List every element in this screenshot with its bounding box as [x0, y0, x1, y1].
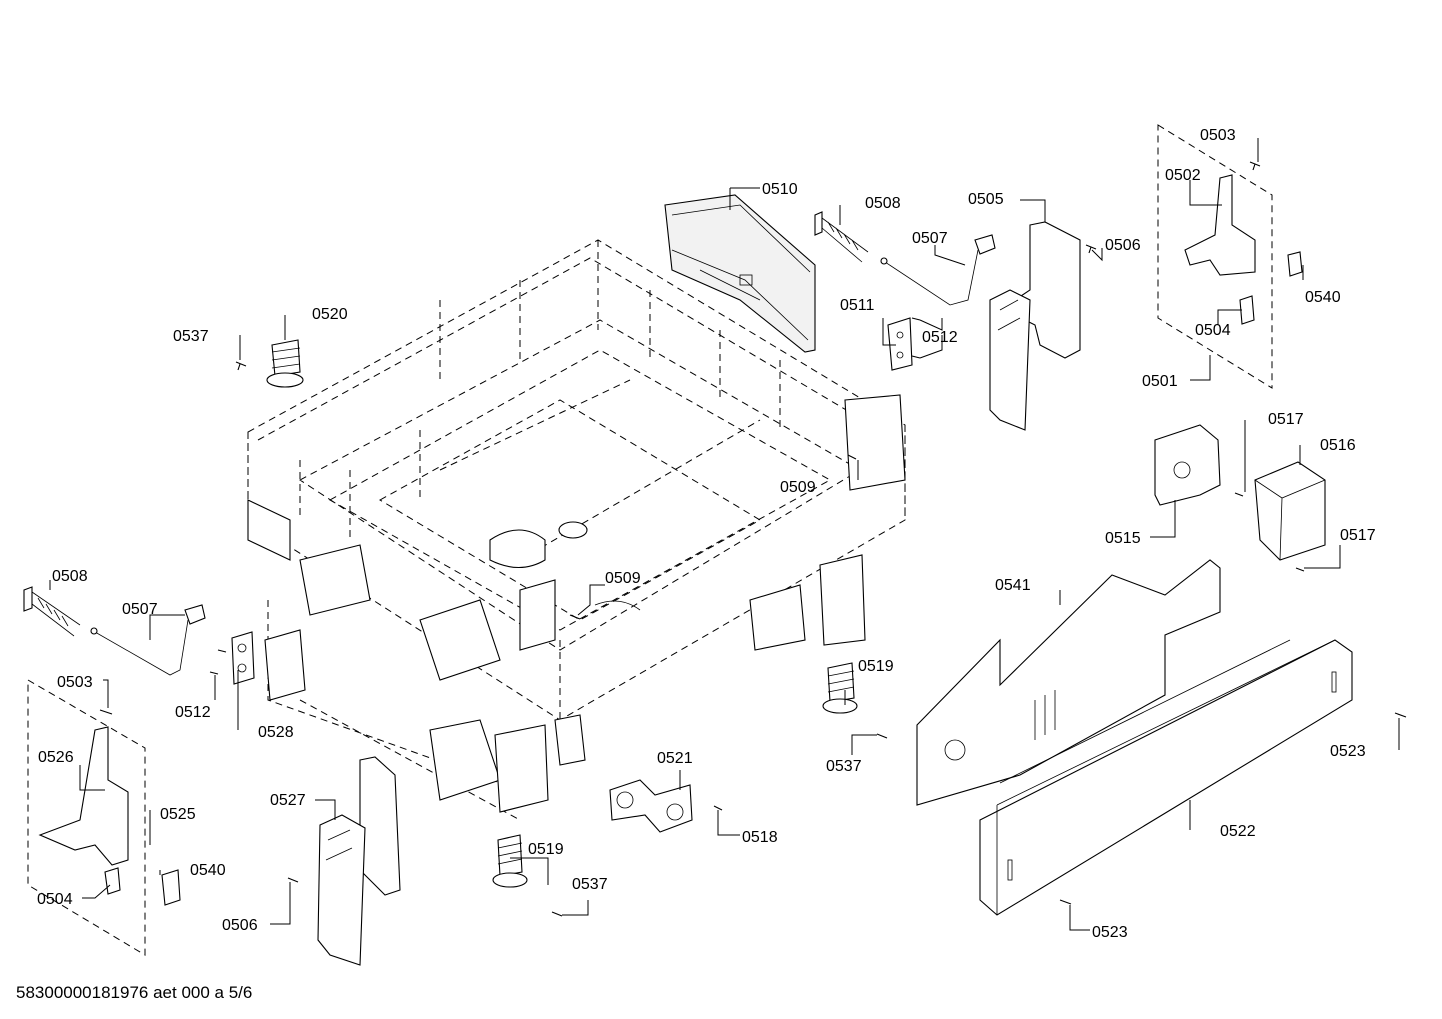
foot-0519-bottom: [492, 834, 528, 888]
panel-0541: [916, 559, 1221, 806]
label-0501: 0501: [1142, 373, 1178, 390]
label-0537-right: 0537: [826, 758, 862, 775]
label-0505: 0505: [968, 191, 1004, 208]
label-0509-top: 0509: [780, 479, 816, 496]
label-0537-top: 0537: [173, 328, 209, 345]
label-0528: 0528: [258, 724, 294, 741]
label-0507-top: 0507: [912, 230, 948, 247]
label-0517-bottom: 0517: [1340, 527, 1376, 544]
label-0506-left: 0506: [222, 917, 258, 934]
label-0503-top: 0503: [1200, 127, 1236, 144]
sensor-wire-0507-top: [880, 234, 996, 306]
label-0511: 0511: [840, 297, 875, 314]
front-panel-0522: [979, 639, 1353, 916]
foot-0519-right: [822, 662, 858, 714]
label-0523-bottom: 0523: [1092, 924, 1128, 941]
label-0523-right: 0523: [1330, 743, 1366, 760]
label-0537-bottom: 0537: [572, 876, 608, 893]
label-0515: 0515: [1105, 530, 1141, 547]
label-0521: 0521: [657, 750, 693, 767]
hinge-bracket-0505: [989, 221, 1081, 431]
plate-0528: [231, 631, 255, 685]
document-footer: 58300000181976 aet 000 a 5/6: [16, 983, 252, 1002]
label-0525: 0525: [160, 806, 196, 823]
bracket-0515: [1154, 424, 1221, 506]
label-0508-top: 0508: [865, 195, 901, 212]
label-0517-top: 0517: [1268, 411, 1304, 428]
label-0509-mid: 0509: [605, 570, 641, 587]
label-0503-left: 0503: [57, 674, 93, 691]
foot-0520: [266, 339, 304, 388]
label-0520: 0520: [312, 306, 348, 323]
leader-lines: [49, 138, 1400, 931]
spring-0508-left: [23, 586, 81, 637]
hinge-group-0525: [27, 679, 181, 956]
plate-0511: [887, 317, 913, 371]
sensor-wire-0507-left: [90, 604, 206, 676]
label-0508-left: 0508: [52, 568, 88, 585]
label-0540-left: 0540: [190, 862, 226, 879]
part-labels: 0510 0508 0507 0505 0506 0503 0502 0540 …: [37, 127, 1376, 941]
hinge-bracket-0527: [317, 756, 401, 966]
tub-base-frame: [247, 239, 906, 821]
label-0527: 0527: [270, 792, 306, 809]
spring-0508-top: [814, 211, 869, 263]
label-0518: 0518: [742, 829, 778, 846]
label-0502: 0502: [1165, 167, 1201, 184]
label-0512-top: 0512: [922, 329, 958, 346]
label-0504-left: 0504: [37, 891, 73, 908]
label-0519-bottom: 0519: [528, 841, 564, 858]
label-0504-top: 0504: [1195, 322, 1231, 339]
hinge-group-0501: [1157, 124, 1303, 389]
label-0526: 0526: [38, 749, 74, 766]
cover-0516: [1254, 461, 1326, 561]
label-0540-top: 0540: [1305, 289, 1341, 306]
screws: [99, 161, 1407, 917]
label-0510: 0510: [762, 181, 798, 198]
label-0507-left: 0507: [122, 601, 158, 618]
control-module-0510: [664, 194, 816, 353]
label-0512-left: 0512: [175, 704, 211, 721]
valve-0521: [609, 779, 693, 833]
label-0541: 0541: [995, 577, 1031, 594]
label-0506-top: 0506: [1105, 237, 1141, 254]
label-0516: 0516: [1320, 437, 1356, 454]
label-0519-right: 0519: [858, 658, 894, 675]
label-0522: 0522: [1220, 823, 1256, 840]
